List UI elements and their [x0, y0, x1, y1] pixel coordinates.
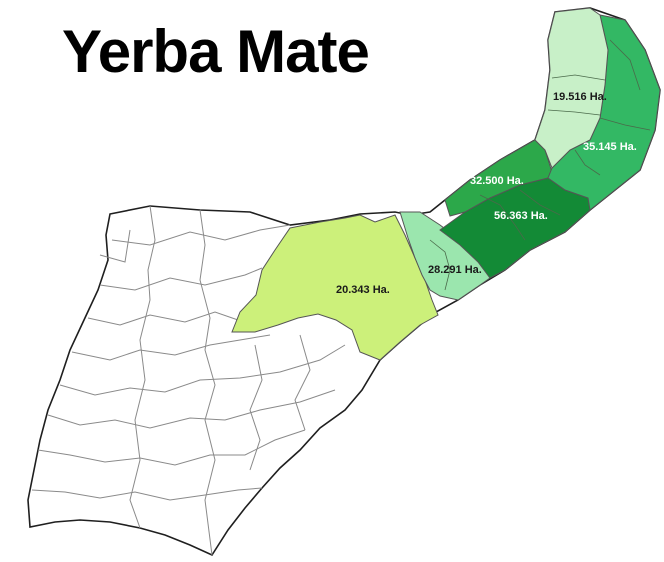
label-northeast-east: 35.145 Ha.: [583, 141, 637, 153]
region-inner-borders: [429, 39, 651, 291]
district-borders: [31, 205, 346, 556]
label-central-north: 32.500 Ha.: [470, 175, 524, 187]
label-west-lime: 20.343 Ha.: [336, 284, 390, 296]
label-central-south: 56.363 Ha.: [494, 210, 548, 222]
region-west-lime[interactable]: [231, 214, 439, 361]
map-title: Yerba Mate: [62, 18, 370, 85]
region-northeast-top[interactable]: [534, 7, 609, 169]
label-northeast-top: 19.516 Ha.: [553, 91, 607, 103]
label-southwest-mid: 28.291 Ha.: [428, 264, 482, 276]
